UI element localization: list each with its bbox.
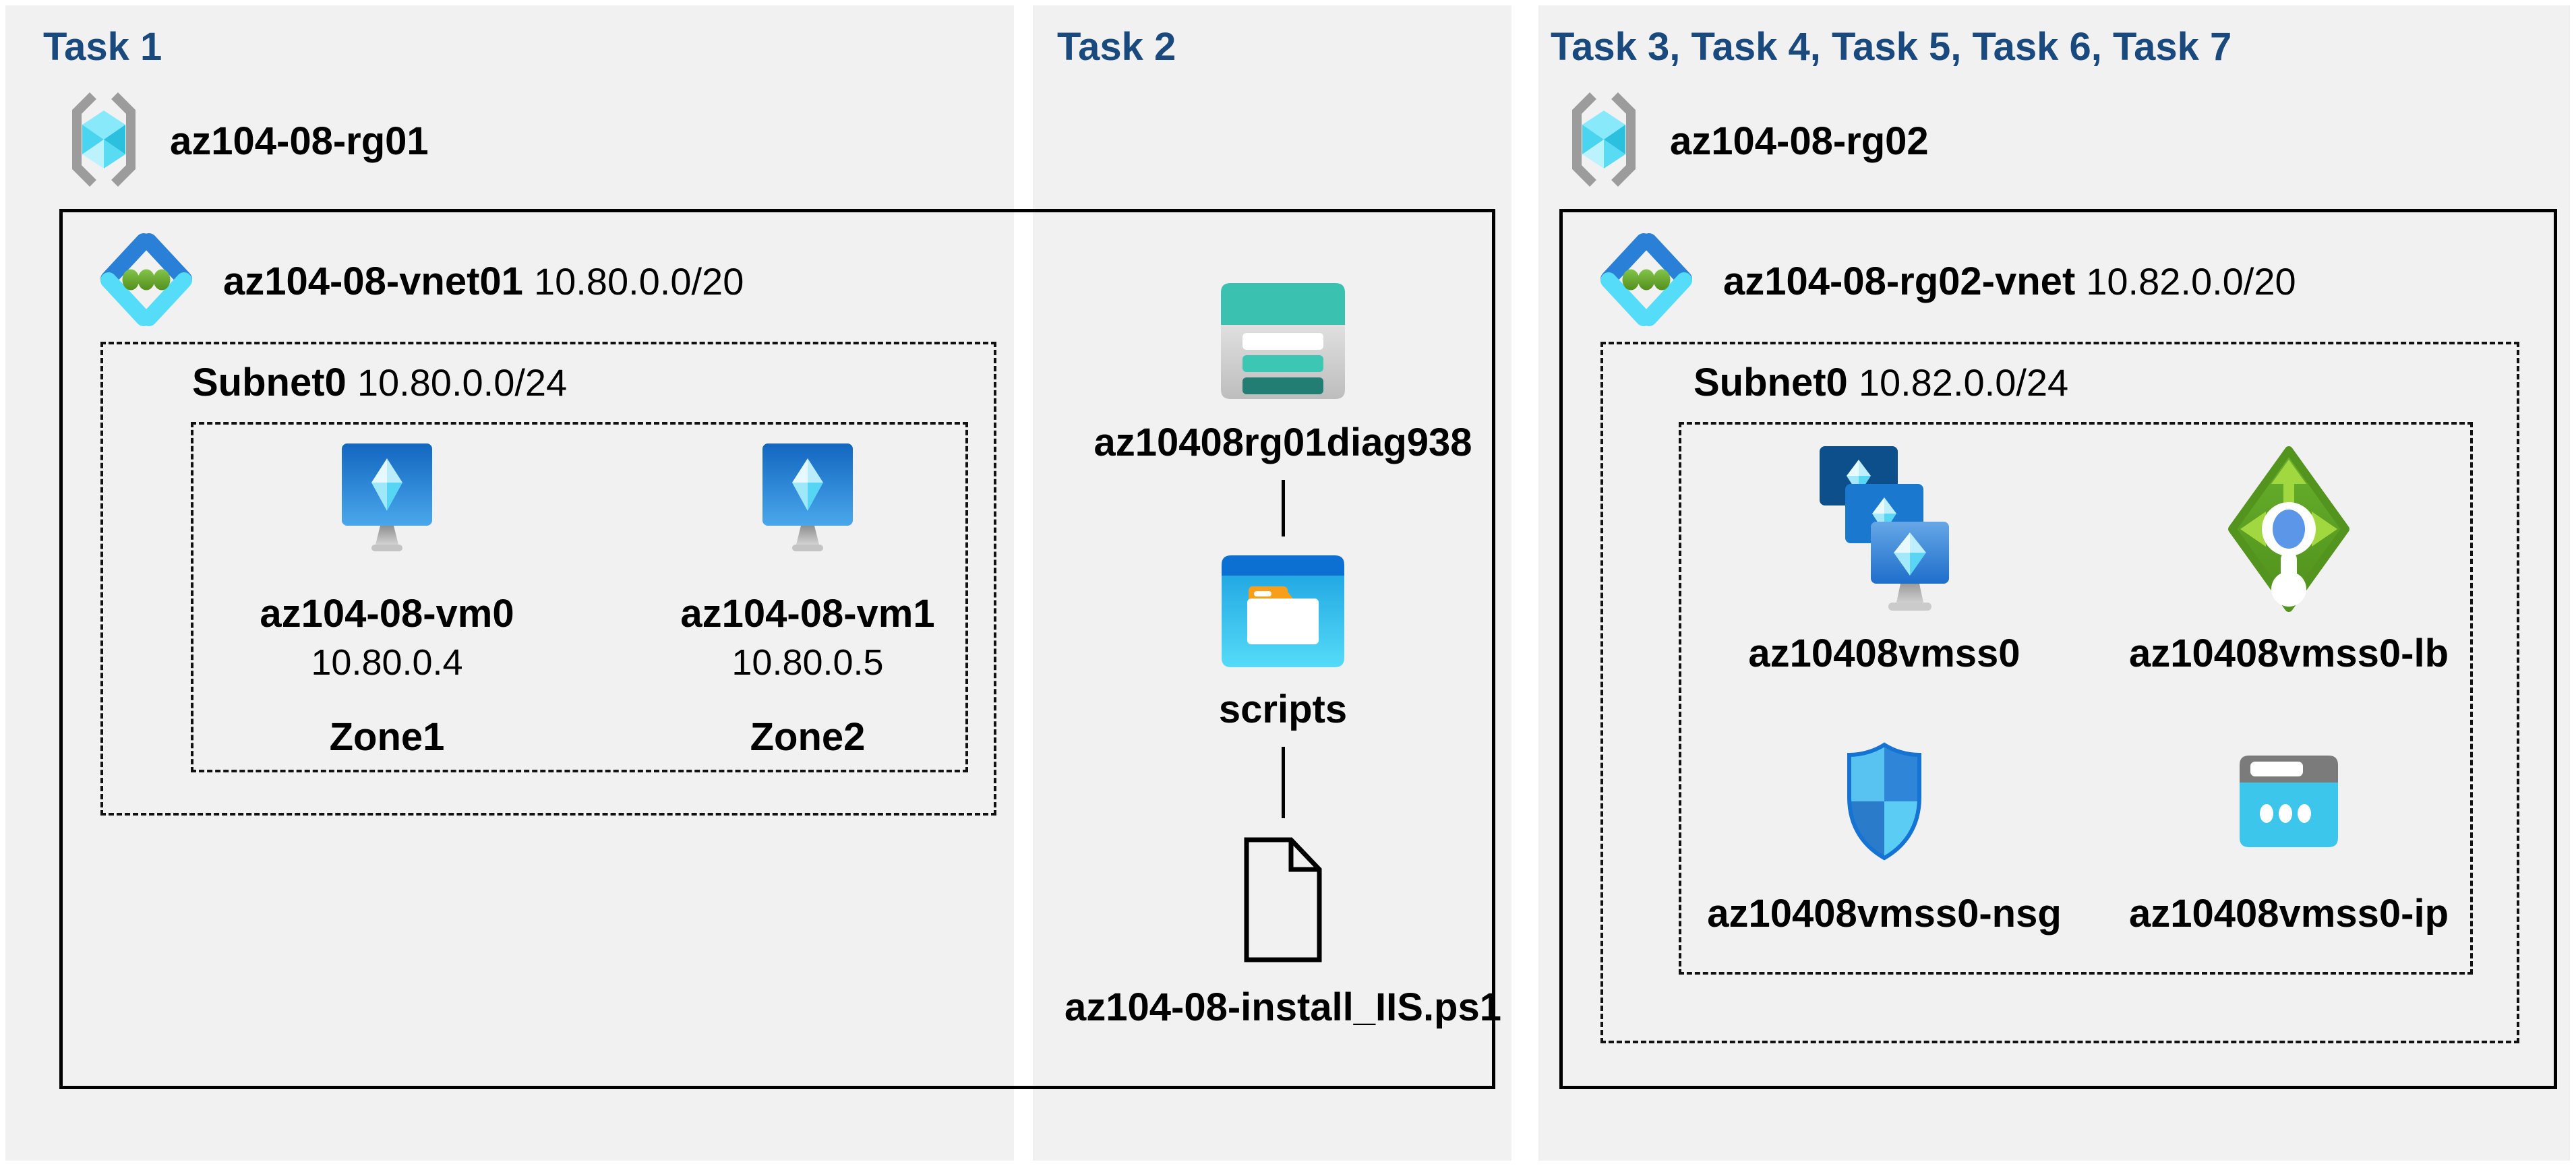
resource-label: az10408vmss0-lb [2129,632,2449,675]
resource-node-vmss: az10408vmss0 [1682,445,2087,676]
panel-title-task3: Task 3, Task 4, Task 5, Task 6, Task 7 [1551,25,2232,69]
nsg-shield-icon [1840,740,1929,863]
blob-container-icon [1222,555,1344,671]
connector-line [1281,747,1285,818]
script-file-label: az104-08-install_IIS.ps1 [1065,985,1501,1029]
resource-label: az10408vmss0-ip [2129,892,2449,935]
resource-node-nsg: az10408vmss0-nsg [1682,740,2087,936]
connector-line [1281,480,1285,536]
resource-group-row-rg01: az104-08-rg01 [67,90,429,192]
panel-title-task1: Task 1 [43,25,162,69]
vm-node: az104-08-vm1 10.80.0.5 Zone2 [646,443,969,760]
resource-node-public-ip: az10408vmss0-ip [2087,740,2491,936]
panel-title-task2: Task 2 [1057,25,1176,69]
vm-name: az104-08-vm0 [260,592,514,636]
vm-zone: Zone1 [329,715,445,759]
virtual-network-icon [1595,232,1698,331]
load-balancer-icon [2225,445,2352,615]
public-ip-icon [2240,740,2338,863]
storage-account-label: az10408rg01diag938 [1094,421,1472,464]
vm-ip: 10.80.0.4 [311,642,463,683]
virtual-machine-icon [757,443,858,556]
resource-label: az10408vmss0 [1748,632,2020,675]
vm-ip: 10.80.0.5 [731,642,884,683]
vm-node: az104-08-vm0 10.80.0.4 Zone1 [225,443,549,760]
subnet-box-task1 [100,342,996,816]
resource-group-icon [1567,90,1640,192]
solid-boundary-box-rg02 [1559,209,2557,1089]
vm-zone: Zone2 [750,715,866,759]
script-file-icon [1240,834,1326,969]
resource-group-label: az104-08-rg02 [1670,119,1929,163]
panel-task3 [1538,5,2570,1161]
vm-scale-set-icon [1820,445,1949,615]
container-label: scripts [1218,687,1348,731]
solid-boundary-box-rg01 [59,209,1495,1089]
subnet-box-task3 [1600,342,2519,1043]
resource-group-icon [67,90,140,192]
resource-group-label: az104-08-rg01 [170,119,429,163]
resource-group-row-rg02: az104-08-rg02 [1567,90,1929,192]
resource-label: az10408vmss0-nsg [1707,892,2062,935]
virtual-machine-icon [336,443,438,556]
storage-account-icon [1221,283,1345,402]
virtual-network-icon [95,232,198,331]
vm-zone-box-task1 [191,422,968,772]
task2-chain: az10408rg01diag938 scripts [1065,283,1501,1030]
panel-task1 [5,5,1014,1161]
vm-name: az104-08-vm1 [680,592,935,636]
resource-node-load-balancer: az10408vmss0-lb [2087,445,2491,676]
resource-zone-box-task3 [1679,422,2473,975]
